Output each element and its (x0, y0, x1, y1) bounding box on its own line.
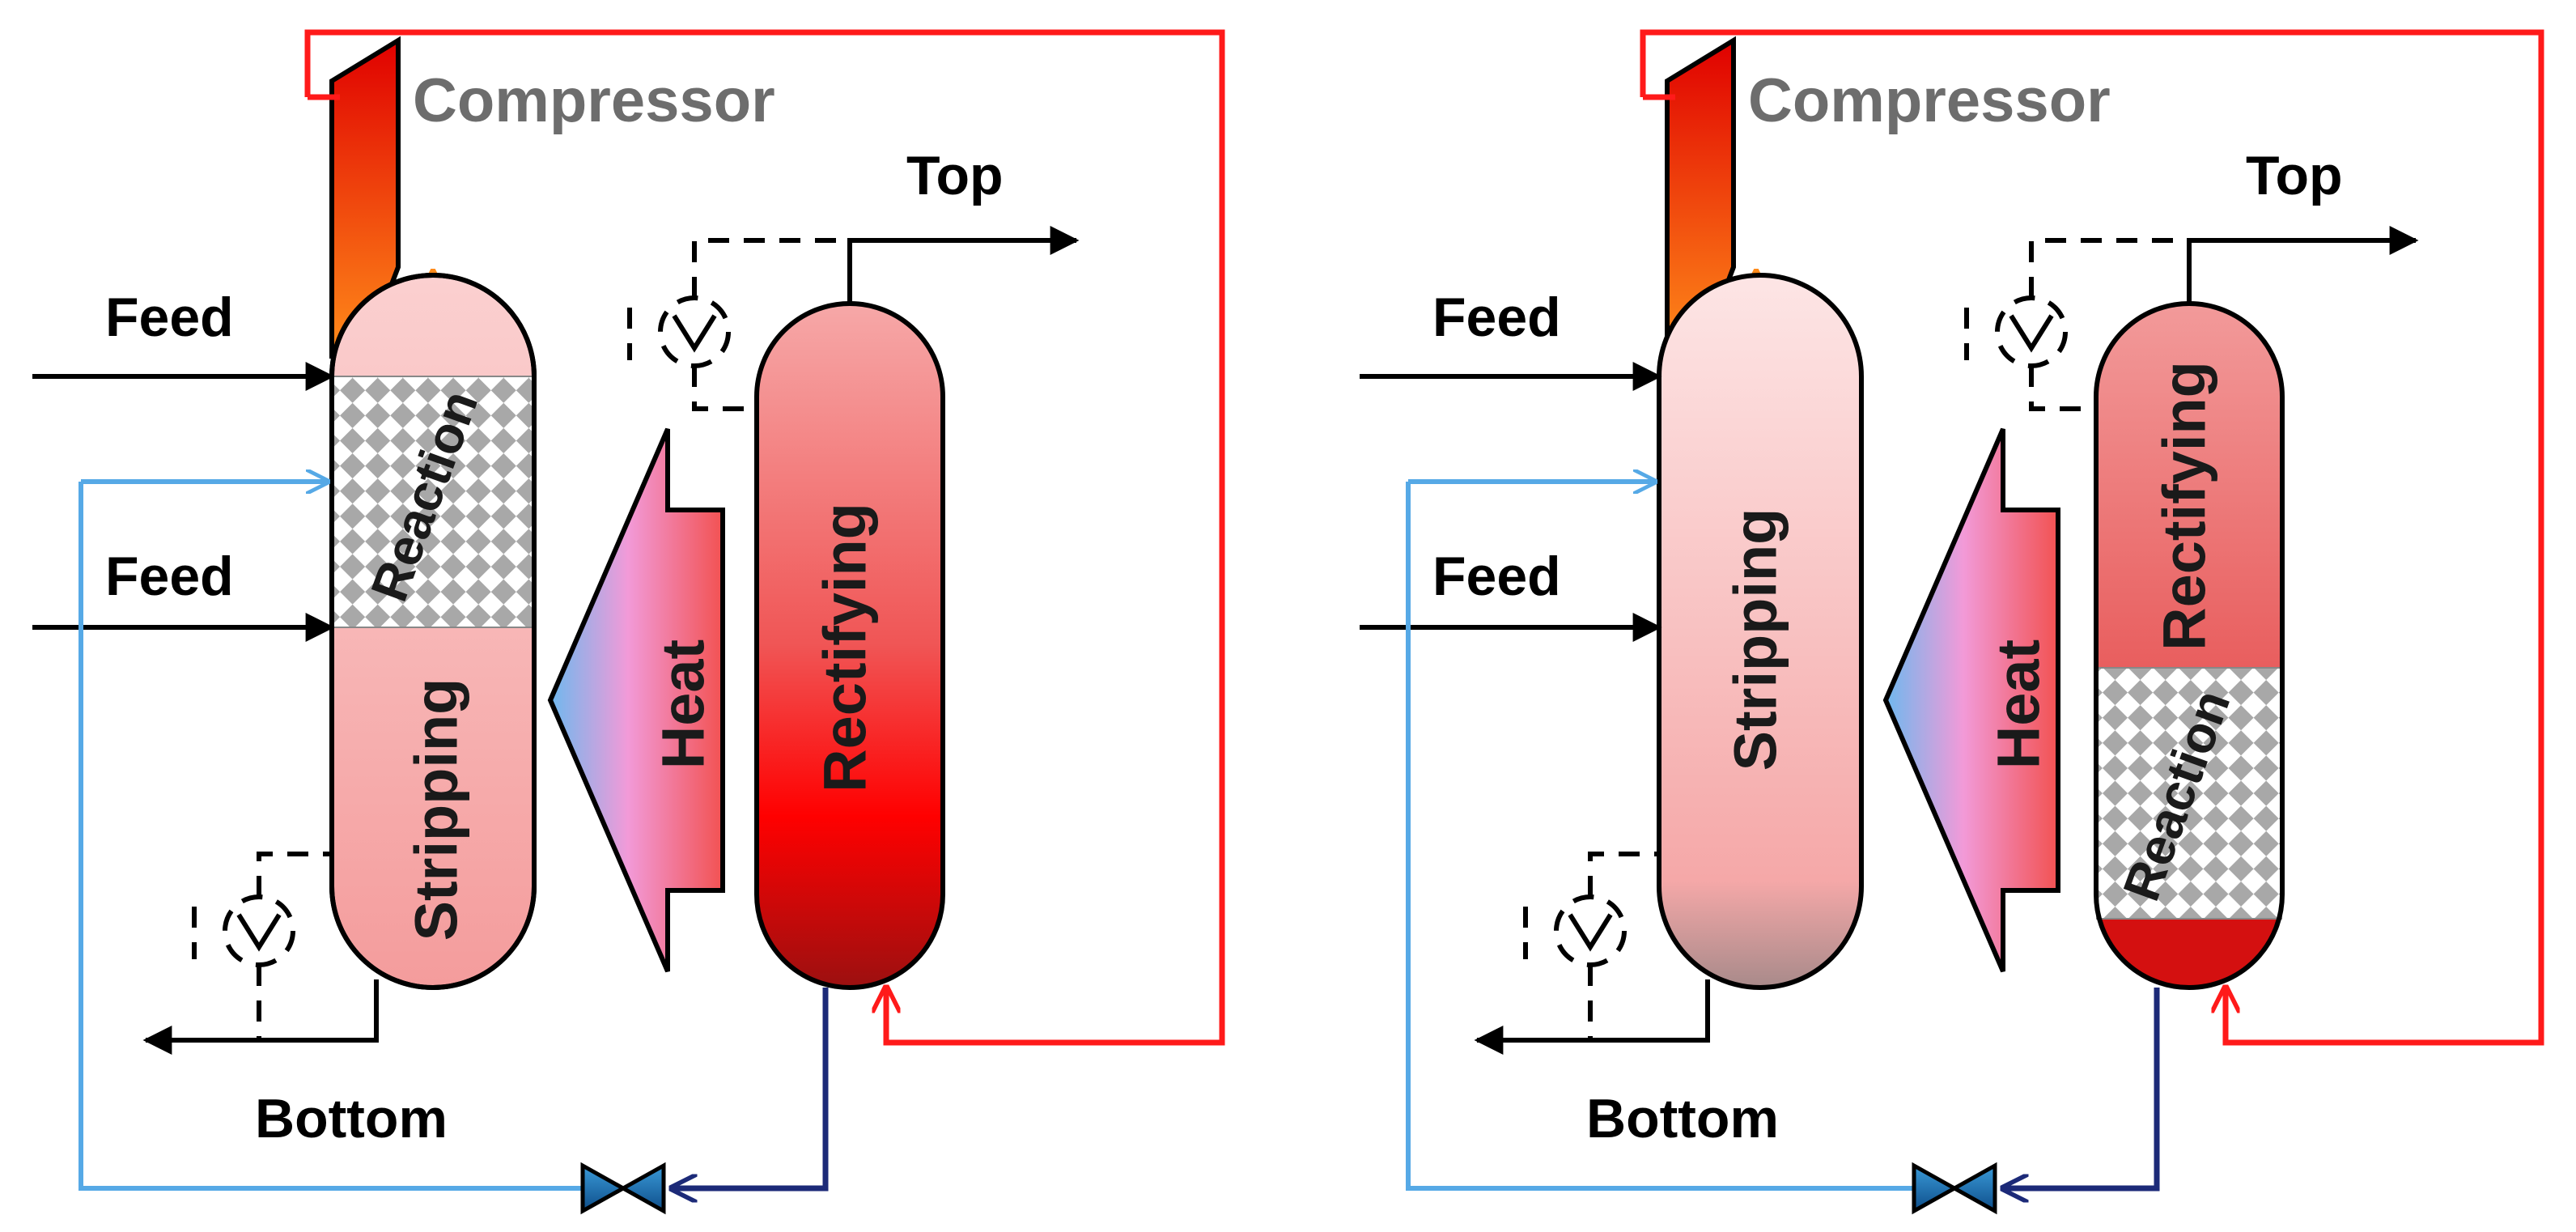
bottom-product-line (1474, 979, 1710, 1055)
liquid-return-line (79, 482, 583, 1191)
heat-label: Heat (1985, 639, 2052, 769)
rectifying-label: Rectifying (812, 503, 879, 792)
stripping-label: Stripping (403, 678, 470, 941)
heat-label: Heat (650, 639, 717, 769)
bottom-label: Bottom (1586, 1088, 1779, 1149)
feed-label-upper: Feed (105, 287, 234, 348)
bottom-product-line (142, 979, 379, 1055)
valve-icon (580, 1162, 666, 1215)
top-label: Top (2246, 145, 2343, 206)
control-valve-icon (192, 852, 332, 1040)
vapor-recycle-line (1640, 29, 2544, 1046)
compressor-label: Compressor (413, 66, 775, 135)
stripping-label: Stripping (1722, 508, 1789, 771)
heat-exchange-arrow: Heat (1882, 427, 2060, 973)
reaction-zone (2096, 668, 2282, 919)
rectifying-column (754, 301, 945, 990)
transfer-line (672, 988, 829, 1188)
heat-exchange-arrow: Heat (547, 427, 725, 973)
transfer-line (2003, 988, 2160, 1188)
control-valve-icon (1523, 852, 1659, 1040)
control-valve-icon (627, 238, 850, 411)
top-product-line (847, 226, 1080, 304)
compressor-label: Compressor (1748, 66, 2111, 135)
bottom-label: Bottom (255, 1088, 448, 1149)
top-product-line (2187, 226, 2419, 304)
stripping-column (1657, 273, 1864, 990)
reaction-zone (332, 376, 534, 627)
liquid-return-line (1406, 482, 1914, 1191)
top-label: Top (906, 145, 1004, 206)
valve-icon (1912, 1162, 1997, 1215)
vapor-recycle-line (304, 29, 1225, 1046)
control-valve-icon (1964, 238, 2189, 411)
rectifying-column-sump (2096, 894, 2282, 988)
feed-label-lower: Feed (105, 546, 234, 607)
rectifying-label: Rectifying (2151, 361, 2218, 651)
feed-label-lower: Feed (1432, 546, 1561, 607)
feed-label-upper: Feed (1432, 287, 1561, 348)
panel-left: Compressor Reaction Stripping Feed Feed … (32, 29, 1225, 1215)
panel-right: Compressor Stripping Feed Feed Bottom (1360, 29, 2544, 1215)
